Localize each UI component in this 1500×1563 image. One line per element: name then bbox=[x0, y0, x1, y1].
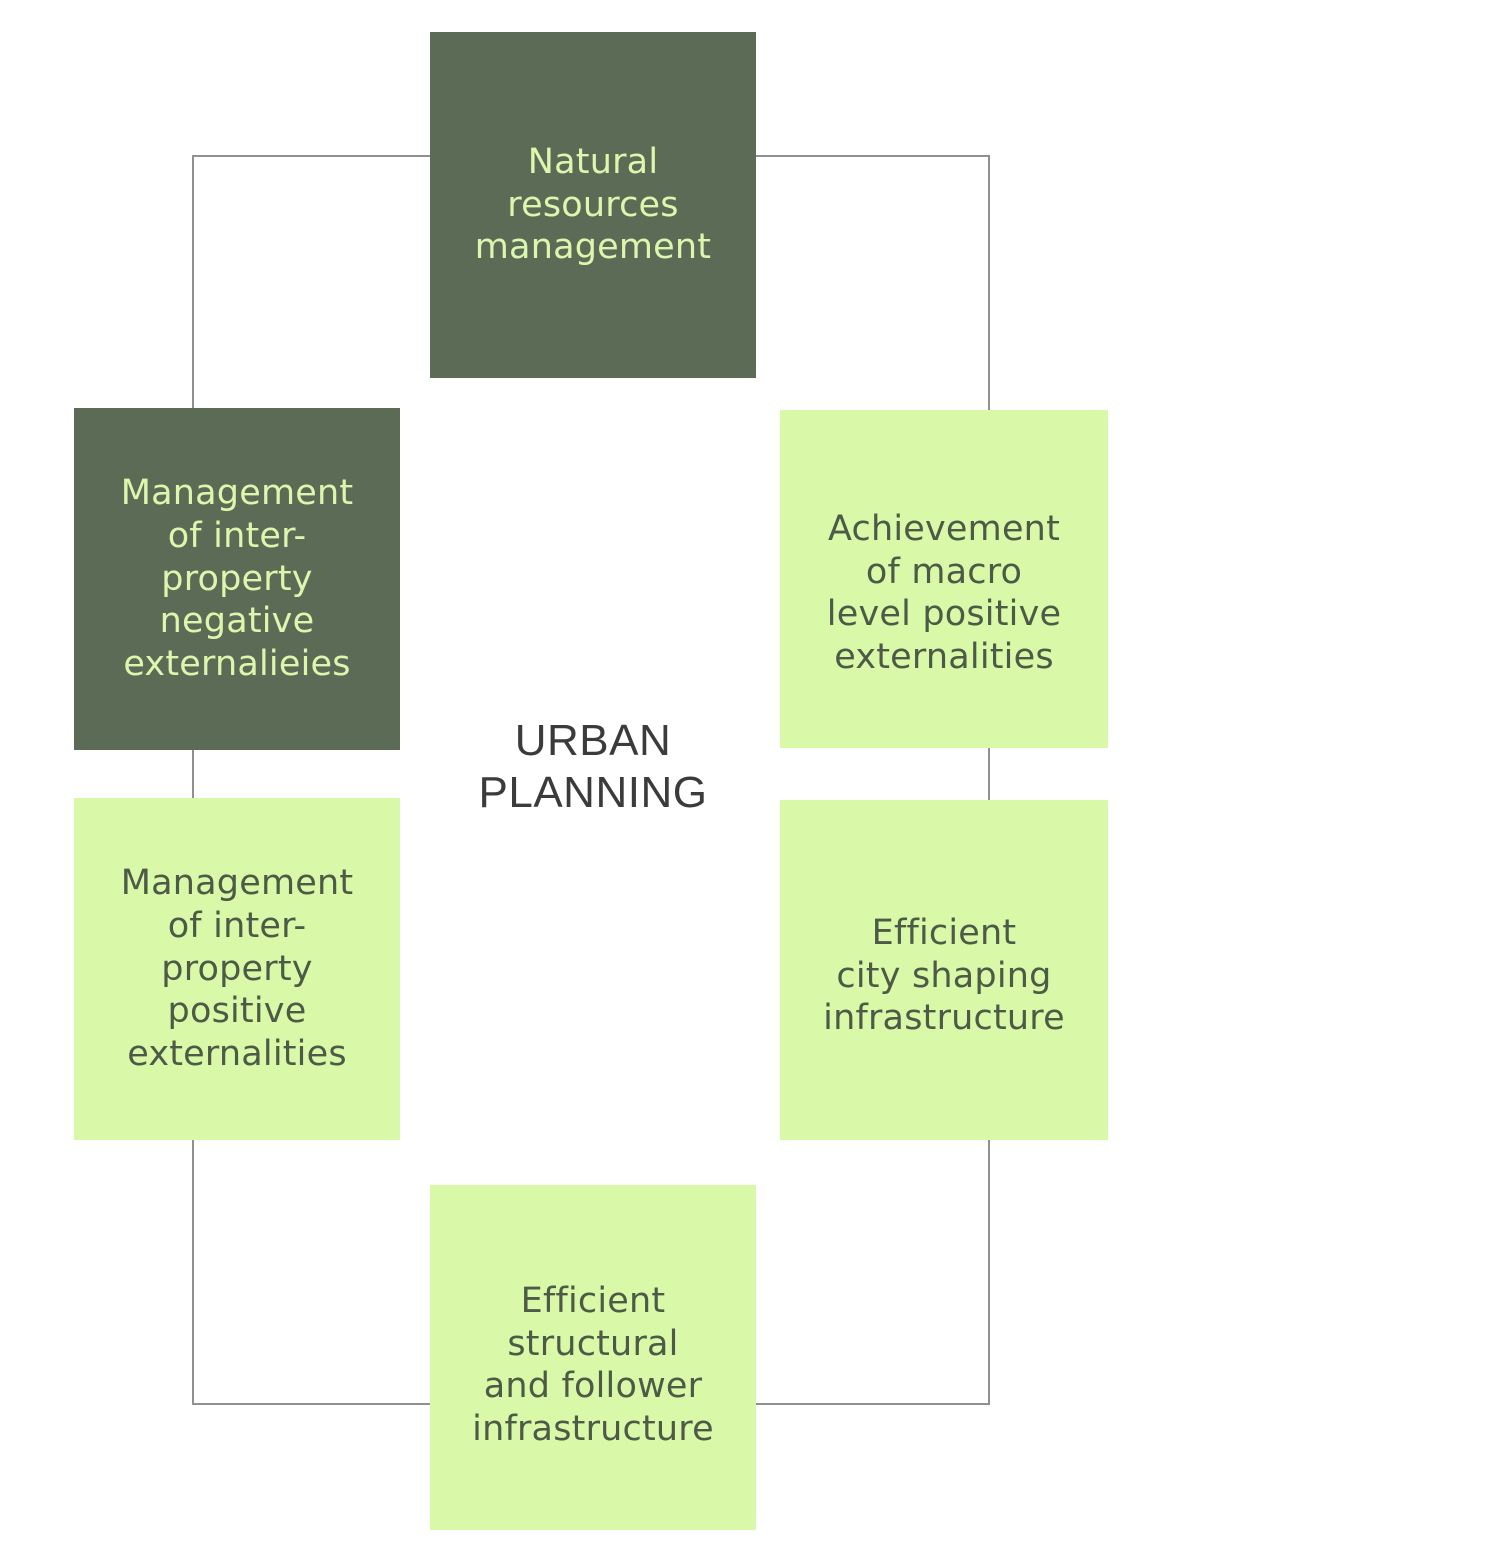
connector-right-middle-vertical bbox=[988, 748, 990, 802]
node-efficient-city-shaping-infrastructure[interactable]: Efficient city shaping infrastructure bbox=[780, 800, 1108, 1140]
node-label: Efficient city shaping infrastructure bbox=[823, 913, 1065, 1039]
node-management-inter-property-positive-externalities[interactable]: Management of inter- property positive e… bbox=[74, 798, 400, 1140]
connector-top-right-horizontal bbox=[754, 155, 990, 157]
connector-left-upper-vertical bbox=[192, 155, 194, 410]
connector-right-upper-vertical bbox=[988, 155, 990, 412]
node-natural-resources-management[interactable]: Natural resources management bbox=[430, 32, 756, 378]
connector-left-middle-vertical bbox=[192, 750, 194, 800]
node-label: Management of inter- property negative e… bbox=[120, 473, 354, 685]
node-efficient-structural-and-follower-infrastructure[interactable]: Efficient structural and follower infras… bbox=[430, 1185, 756, 1530]
connector-right-lower-vertical bbox=[988, 1140, 990, 1405]
node-management-inter-property-negative-externalities[interactable]: Management of inter- property negative e… bbox=[74, 408, 400, 750]
node-label: Achievement of macro level positive exte… bbox=[826, 509, 1062, 678]
connector-left-lower-vertical bbox=[192, 1140, 194, 1405]
node-label: Management of inter- property positive e… bbox=[120, 863, 354, 1075]
connector-bottom-left-horizontal bbox=[192, 1403, 432, 1405]
connector-bottom-right-horizontal bbox=[754, 1403, 990, 1405]
node-label: Efficient structural and follower infras… bbox=[472, 1281, 714, 1450]
node-label: Natural resources management bbox=[474, 141, 712, 268]
diagram-center-title: URBAN PLANNING bbox=[478, 716, 708, 817]
node-achievement-macro-level-positive-externalities[interactable]: Achievement of macro level positive exte… bbox=[780, 410, 1108, 748]
connector-top-left-horizontal bbox=[192, 155, 432, 157]
